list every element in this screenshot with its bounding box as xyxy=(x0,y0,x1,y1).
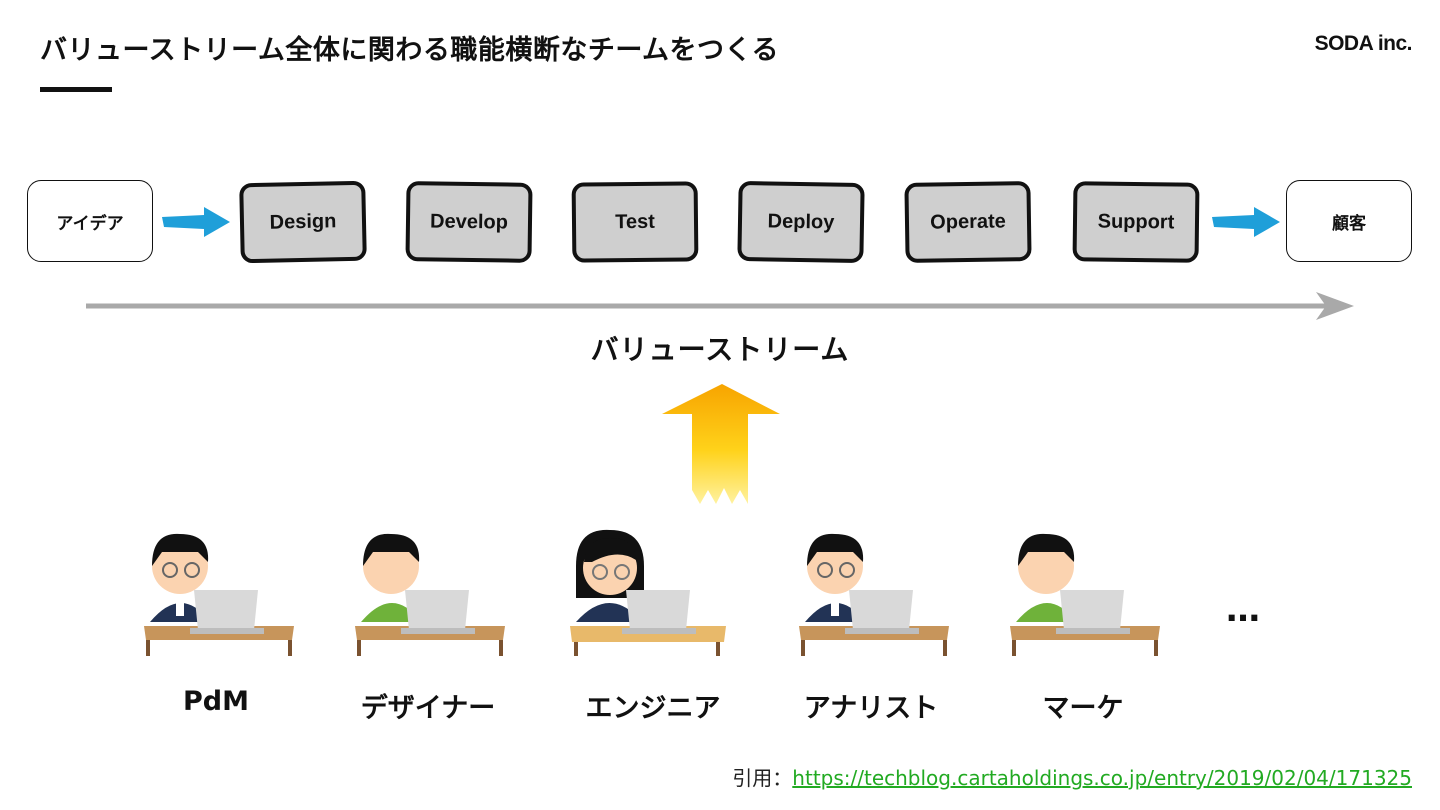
role-label-pdm: PdM xyxy=(183,686,249,717)
citation: 引用：https://techblog.cartaholdings.co.jp/… xyxy=(732,762,1412,791)
citation-link[interactable]: https://techblog.cartaholdings.co.jp/ent… xyxy=(792,766,1412,790)
role-label-designer: デザイナー xyxy=(360,693,496,724)
more-roles-ellipsis: … xyxy=(1226,590,1262,630)
stage-label: Design xyxy=(269,209,337,234)
stage-label: Operate xyxy=(930,209,1006,234)
engineer-person-icon xyxy=(570,529,726,656)
flow-end-box: 顧客 xyxy=(1286,180,1412,262)
flow-arrow-icon xyxy=(162,207,230,237)
flow-start-box: アイデア xyxy=(27,180,153,262)
value-stream-arrow-icon xyxy=(86,292,1354,320)
designer-person-icon xyxy=(355,533,505,656)
stage-deploy: Deploy xyxy=(737,180,865,264)
flow-start-label: アイデア xyxy=(56,213,124,234)
role-label-analyst: アナリスト xyxy=(803,693,939,724)
analyst-person-icon xyxy=(799,533,949,656)
citation-prefix: 引用： xyxy=(732,766,793,790)
pdm-person-icon xyxy=(144,533,294,656)
flow-end-label: 顧客 xyxy=(1332,213,1366,234)
role-label-engineer: エンジニア xyxy=(585,693,721,724)
stage-test: Test xyxy=(571,181,699,263)
page-title: バリューストリーム全体に関わる職能横断なチームをつくる xyxy=(40,35,779,66)
stage-support: Support xyxy=(1072,181,1200,263)
title-underline xyxy=(40,87,112,92)
stage-label: Test xyxy=(615,210,655,233)
up-arrow-icon xyxy=(662,384,780,504)
stage-label: Develop xyxy=(429,209,509,234)
flow-arrow-icon xyxy=(1212,207,1280,237)
brand-logo: SODA inc. xyxy=(1314,32,1413,55)
stage-develop: Develop xyxy=(405,181,533,263)
stage-design: Design xyxy=(239,180,367,264)
role-label-marketing: マーケ xyxy=(1042,693,1124,724)
stage-label: Support xyxy=(1097,210,1175,233)
stage-label: Deploy xyxy=(767,209,835,234)
stage-operate: Operate xyxy=(904,181,1032,263)
marketer-person-icon xyxy=(1010,533,1160,656)
value-stream-label: バリューストリーム xyxy=(590,333,850,366)
